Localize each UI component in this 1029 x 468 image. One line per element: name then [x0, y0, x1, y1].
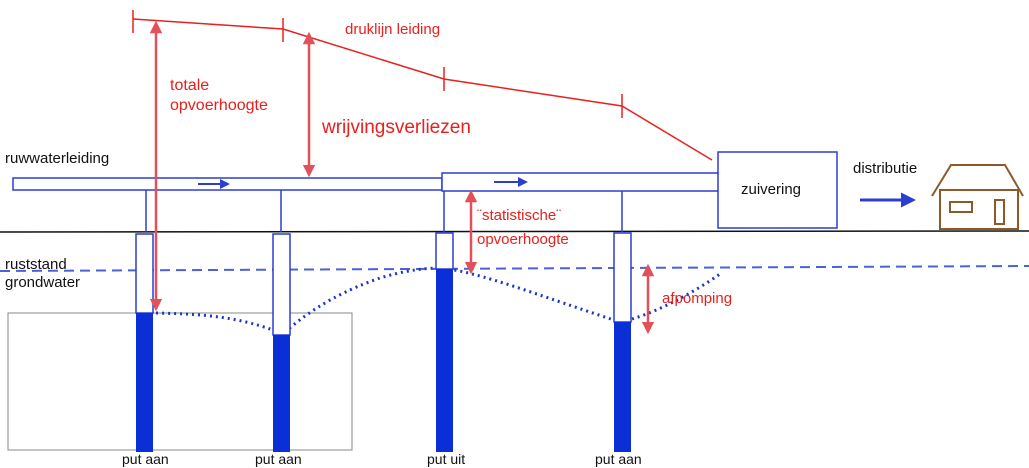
friction-loss-label: wrijvingsverliezen [321, 117, 471, 138]
ground-line [0, 230, 1029, 233]
raw-water-pipe [12, 172, 721, 192]
distribution-label: distributie [853, 160, 917, 177]
pressure-line-label: druklijn leiding [345, 21, 440, 38]
well-risers [145, 190, 623, 232]
well-3 [435, 232, 454, 452]
well-4 [613, 232, 632, 452]
treatment-box [717, 151, 838, 229]
well-1-label: put aan [122, 451, 169, 467]
rest-groundwater-line [0, 265, 1029, 272]
well-3-label: put uit [427, 451, 465, 467]
drawdown-label: afpomping [662, 290, 732, 307]
frame-box [7, 312, 353, 451]
total-head-label-2: opvoerhoogte [170, 97, 268, 114]
total-head-label-1: totale [170, 77, 209, 94]
pressure-line [132, 10, 713, 161]
static-head-label-1: ¨statistische¨ [477, 207, 561, 224]
well-4-label: put aan [595, 451, 642, 467]
rest-groundwater-label-1: ruststand [5, 256, 67, 273]
static-head-label-2: opvoerhoogte [477, 231, 569, 248]
rest-groundwater-label-2: grondwater [5, 274, 80, 291]
well-1 [135, 233, 154, 452]
treatment-label: zuivering [741, 181, 801, 198]
raw-water-pipe-label: ruwwaterleiding [5, 150, 109, 167]
well-2 [272, 233, 291, 452]
house-icon [931, 164, 1024, 230]
well-2-label: put aan [255, 451, 302, 467]
